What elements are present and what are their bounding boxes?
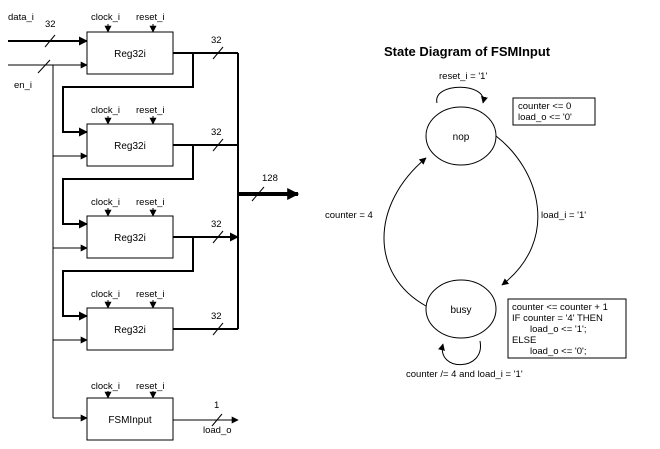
busy-self-loop-label: counter /= 4 and load_i = '1'	[406, 369, 523, 380]
load-output-slash	[211, 413, 223, 427]
fsm-block: clock_i reset_i FSMInput	[86, 381, 174, 441]
register-block-2: clock_i reset_i Reg32i	[86, 105, 174, 167]
reg3-width: 32	[211, 219, 222, 230]
combined-bus-slash	[251, 186, 265, 202]
register-name-2: Reg32i	[114, 141, 146, 152]
state-busy	[425, 279, 497, 339]
data-input-label: data_i	[8, 12, 34, 23]
reset-label-4: reset_i	[136, 289, 165, 300]
reset-label-fsm: reset_i	[136, 381, 165, 392]
combined-bus-width: 128	[262, 173, 278, 184]
data-bus-slash	[44, 34, 56, 48]
busy-to-nop-arrow	[383, 157, 427, 307]
busy-action-line: ELSE	[512, 335, 536, 346]
enable-input-label: en_i	[14, 80, 32, 91]
busy-action-line: counter <= counter + 1	[512, 302, 608, 313]
reg1-slash	[212, 46, 224, 60]
busy-action-line: IF counter = '4' THEN	[512, 313, 603, 324]
nop-actions-box	[512, 97, 596, 126]
reg4-width: 32	[211, 311, 222, 322]
register-name-4: Reg32i	[114, 325, 146, 336]
reg4-slash	[212, 322, 224, 336]
clock-label-2: clock_i	[91, 105, 120, 116]
reset-label-2: reset_i	[136, 105, 165, 116]
nop-self-loop-label: reset_i = '1'	[439, 71, 487, 82]
clock-label-fsm: clock_i	[91, 381, 120, 392]
state-nop-label: nop	[453, 132, 470, 143]
clock-label-4: clock_i	[91, 289, 120, 300]
reg2-width: 32	[211, 127, 222, 138]
busy-to-nop-label: counter = 4	[325, 210, 373, 221]
feedback-reg2-reg3	[62, 145, 194, 229]
nop-action-line: load_o <= '0'	[518, 112, 572, 123]
reset-label-3: reset_i	[136, 197, 165, 208]
register-block-4: clock_i reset_i Reg32i	[86, 289, 174, 351]
feedback-reg1-reg2	[62, 53, 194, 137]
clock-label-3: clock_i	[91, 197, 120, 208]
register-name-1: Reg32i	[114, 49, 146, 60]
busy-self-loop-arrow	[438, 340, 481, 366]
register-block-3: clock_i reset_i Reg32i	[86, 197, 174, 259]
nop-action-line: counter <= 0	[518, 101, 571, 112]
load-output-width: 1	[214, 400, 219, 411]
register-name-3: Reg32i	[114, 233, 146, 244]
reset-label-1: reset_i	[136, 12, 165, 23]
data-bus-width: 32	[45, 19, 56, 30]
state-diagram-title: State Diagram of FSMInput	[384, 44, 551, 59]
fsm-block-name: FSMInput	[108, 415, 152, 426]
enable-slash	[37, 59, 51, 74]
reg1-width: 32	[211, 35, 222, 46]
reg2-slash	[212, 138, 224, 152]
busy-action-line: load_o <= '0';	[530, 346, 586, 357]
reg3-slash	[212, 230, 224, 244]
busy-action-line: load_o <= '1';	[530, 324, 586, 335]
load-output-label: load_o	[203, 425, 232, 436]
register-block-1: clock_i reset_i Reg32i	[86, 12, 174, 75]
nop-self-loop-arrow	[436, 86, 488, 104]
nop-to-busy-label: load_i = '1'	[541, 210, 586, 221]
clock-label-1: clock_i	[91, 12, 120, 23]
state-busy-label: busy	[450, 305, 471, 316]
nop-to-busy-arrow	[495, 135, 539, 286]
busy-actions-box	[507, 298, 627, 359]
feedback-reg3-reg4	[62, 237, 194, 321]
